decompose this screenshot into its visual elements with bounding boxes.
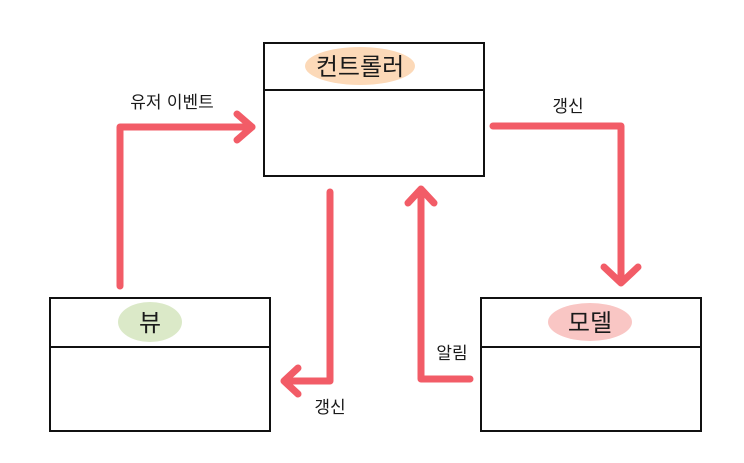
controller-title-highlight [305, 47, 415, 85]
label-update-view: 갱신 [314, 398, 345, 418]
arrow-model-to-controller [404, 185, 474, 383]
arrow-view-to-controller-line [116, 123, 256, 290]
arrow-view-to-controller-head [233, 110, 256, 144]
arrow-controller-to-model-line [489, 122, 625, 286]
model-title: 모델 [568, 309, 612, 337]
arrow-model-to-controller-line [417, 186, 474, 383]
arrow-controller-to-model [489, 122, 642, 287]
arrow-model-to-controller-head [404, 185, 438, 207]
arrow-controller-to-view-head [280, 364, 302, 398]
model-title-highlight [548, 303, 632, 341]
label-update-model: 갱신 [552, 97, 583, 117]
arrow-controller-to-model-head [600, 263, 642, 287]
arrow-controller-to-view [280, 188, 334, 398]
view-title-highlight [118, 302, 182, 342]
view-title: 뷰 [139, 309, 161, 337]
label-notify: 알림 [436, 344, 467, 364]
arrow-view-to-controller [116, 110, 256, 290]
model-box: 모델 [480, 297, 702, 432]
label-user-event: 유저 이벤트 [130, 93, 214, 113]
controller-box: 컨트롤러 [263, 42, 485, 177]
arrow-controller-to-view-line [282, 188, 334, 385]
controller-title: 컨트롤러 [316, 53, 404, 81]
view-box: 뷰 [49, 297, 271, 432]
